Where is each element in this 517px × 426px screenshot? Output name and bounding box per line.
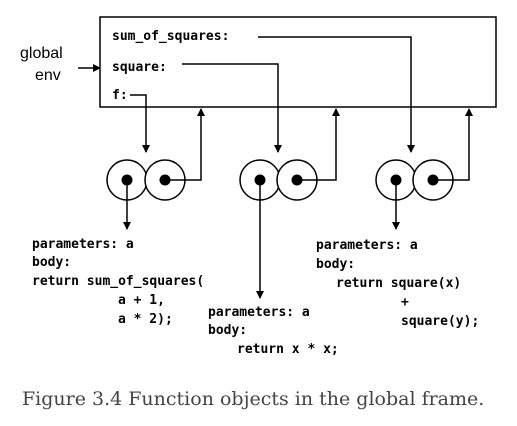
code-line: body: [316, 257, 355, 272]
figure-caption-label: Figure 3.4 [22, 388, 122, 410]
figure-caption: Figure 3.4 Function objects in the global… [22, 388, 484, 410]
env-pointer-f-arrow [165, 108, 205, 181]
code-line: parameters: a [208, 305, 310, 320]
code-line: body: [32, 255, 71, 270]
code-line: return x * x; [237, 342, 339, 357]
code-line: parameters: a [316, 238, 418, 253]
code-line: parameters: a [32, 237, 134, 252]
code-line: body: [208, 323, 247, 338]
code-line: return sum_of_squares( [32, 274, 204, 289]
binding-f: f: [112, 88, 128, 103]
pointer-f [130, 94, 150, 153]
binding-sum-of-squares: sum_of_squares: [112, 29, 229, 44]
code-line: a * 2); [118, 312, 173, 327]
function-f-code: parameters: a body: return sum_of_square… [32, 237, 204, 327]
global-env-label-line1: global [20, 45, 63, 62]
env-pointer-sum-of-squares-arrow [433, 108, 473, 181]
function-square-code: parameters: a body: return x * x; [208, 305, 339, 357]
pointer-square [182, 63, 282, 153]
function-sum-of-squares-code: parameters: a body: return square(x) + s… [316, 238, 479, 329]
env-pointer-square-arrow [297, 108, 340, 181]
code-line: square(y); [401, 314, 479, 329]
figure-caption-text: Function objects in the global frame. [128, 388, 484, 410]
global-frame-box [99, 16, 497, 108]
binding-square: square: [112, 60, 167, 75]
code-line: + [401, 295, 409, 310]
code-line: a + 1, [118, 293, 165, 308]
global-env-label-line2: env [35, 67, 61, 84]
code-line: return square(x) [336, 276, 461, 291]
pointer-sum-of-squares [258, 36, 415, 153]
